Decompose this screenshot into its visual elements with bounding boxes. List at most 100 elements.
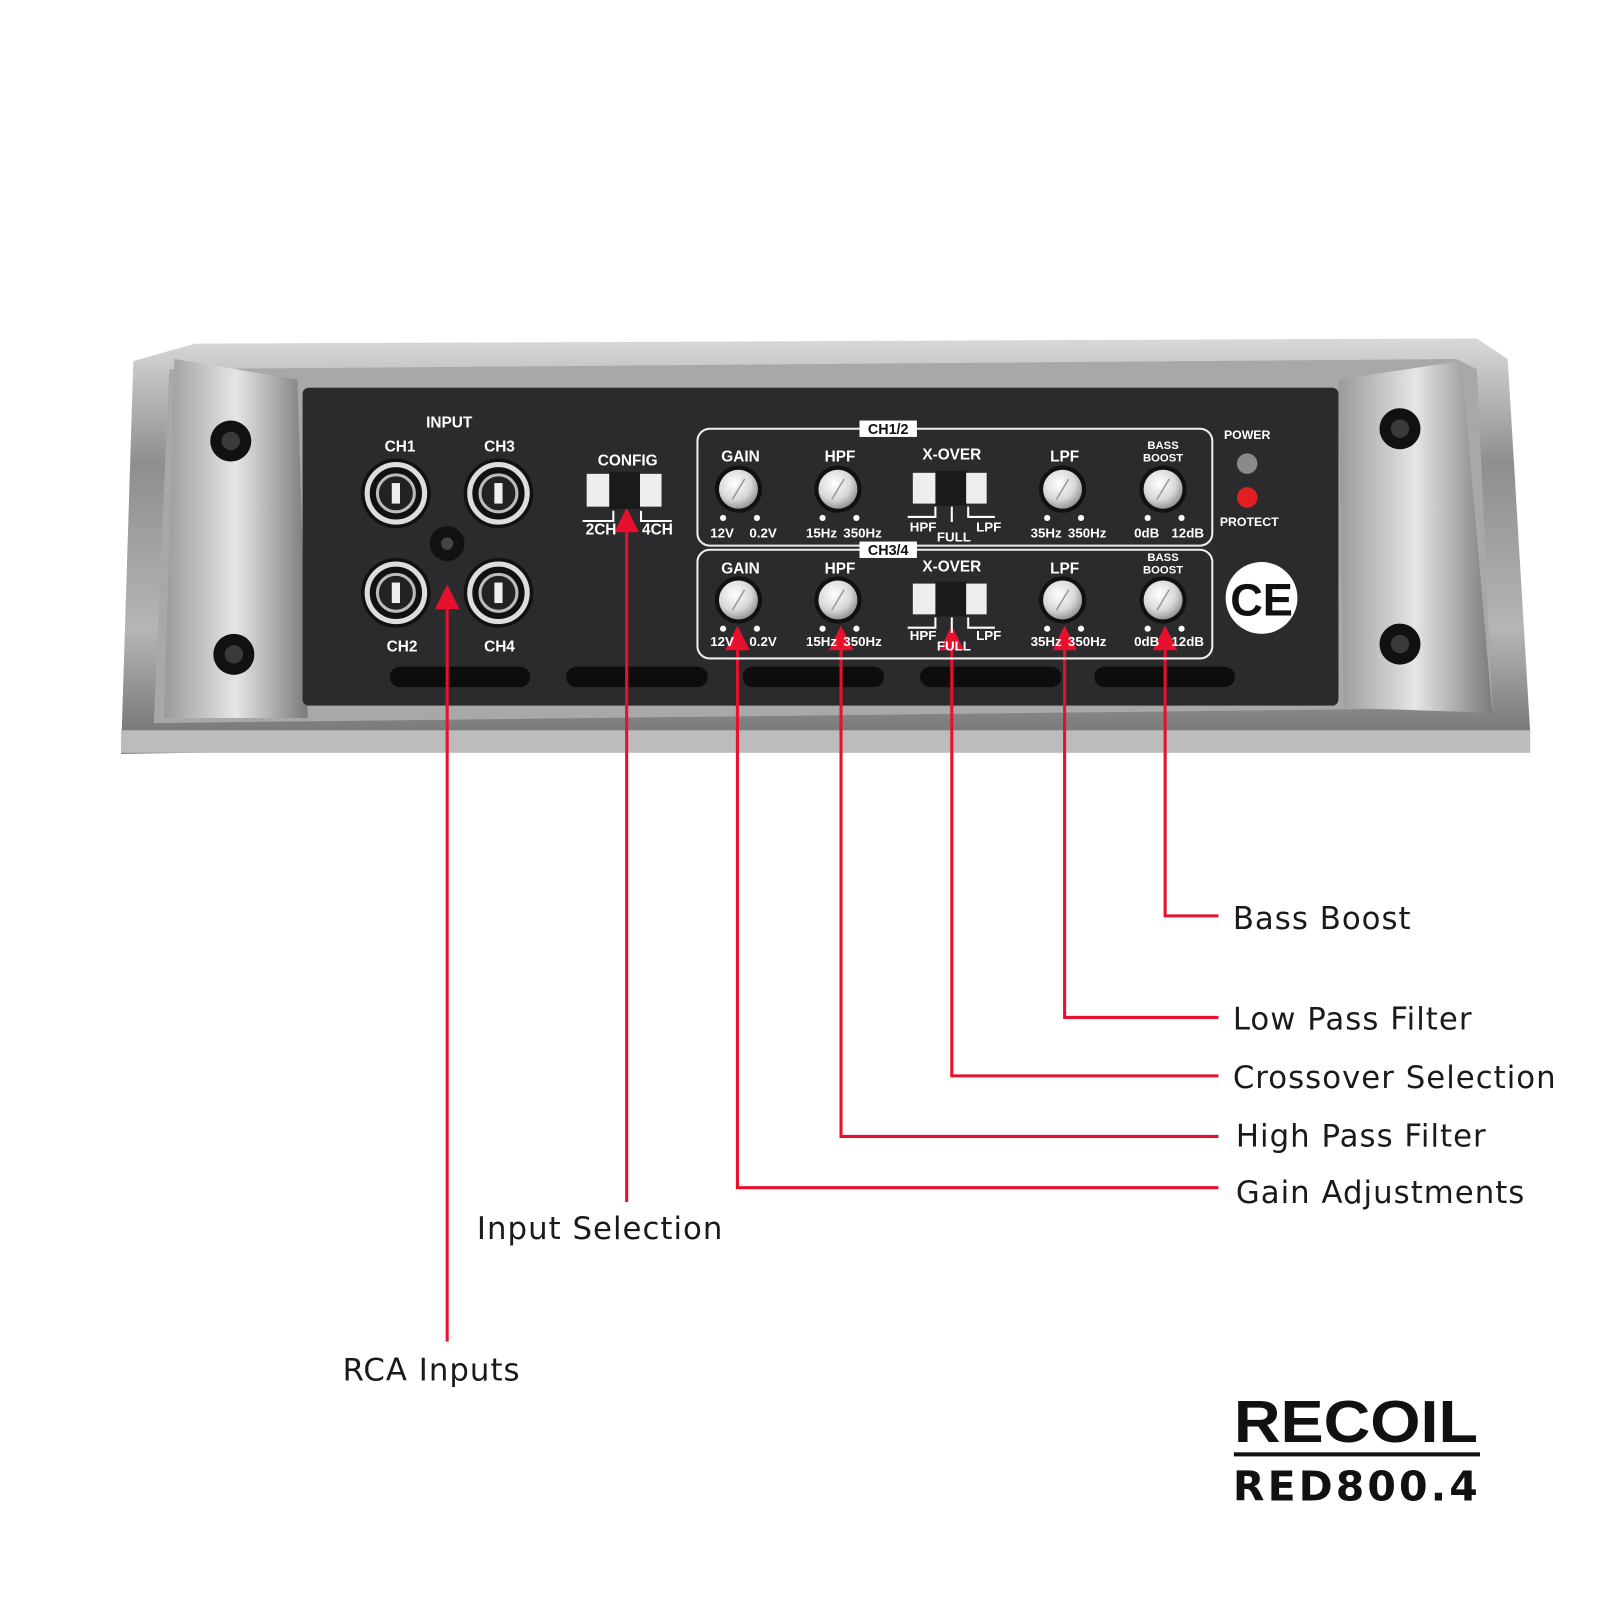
callout-high-pass: High Pass Filter xyxy=(1236,1119,1487,1155)
callout-gain: Gain Adjustments xyxy=(1236,1175,1525,1211)
lpf-callout-line xyxy=(1063,635,1219,1019)
callout-input-selection: Input Selection xyxy=(477,1211,724,1247)
xover-label: X-OVER xyxy=(922,558,981,575)
lpf-knob[interactable] xyxy=(1038,465,1087,513)
ch1-label: CH1 xyxy=(385,438,416,455)
hpf-knob[interactable] xyxy=(814,576,862,624)
boost-label: BOOST xyxy=(1143,564,1183,576)
callout-lines xyxy=(434,507,1219,1342)
xover-lpf-label: LPF xyxy=(976,628,1001,643)
screw-icon xyxy=(1379,408,1421,450)
config-label: CONFIG xyxy=(598,453,658,470)
bass-max-label: 12dB xyxy=(1171,634,1204,649)
arrow-icon xyxy=(1052,625,1077,651)
lpf-knob[interactable] xyxy=(1038,576,1087,624)
input-label: INPUT xyxy=(426,415,473,432)
config-2ch-label: 2CH xyxy=(586,521,617,538)
lpf-label: LPF xyxy=(1050,560,1079,577)
callout-low-pass: Low Pass Filter xyxy=(1233,1002,1473,1038)
bass-min-label: 0dB xyxy=(1134,634,1160,649)
protect-led-icon xyxy=(1236,487,1258,508)
lpf-max-label: 350Hz xyxy=(1068,525,1107,540)
ce-mark-icon xyxy=(1225,562,1298,634)
rca-jack-ch3[interactable] xyxy=(463,458,534,529)
arrow-icon xyxy=(614,507,639,533)
ch4-label: CH4 xyxy=(484,638,515,655)
bass-min-label: 0dB xyxy=(1134,525,1160,540)
screw-icon xyxy=(1379,623,1421,665)
power-led-icon xyxy=(1236,453,1258,474)
arrow-icon xyxy=(939,625,965,651)
gain-knob[interactable] xyxy=(714,576,763,624)
gain-min-label: 12V xyxy=(710,525,734,540)
xover-hpf-label: HPF xyxy=(910,628,937,643)
xover-lpf-label: LPF xyxy=(976,519,1001,534)
ch2-label: CH2 xyxy=(387,638,418,655)
group-label: CH1/2 xyxy=(868,422,909,438)
bass-label: BASS xyxy=(1147,552,1179,564)
remote-jack[interactable] xyxy=(429,526,465,562)
chassis-left-bevel xyxy=(164,358,308,718)
gain-label: GAIN xyxy=(721,449,759,466)
gain-max-label: 0.2V xyxy=(749,525,777,540)
xover-full-label: FULL xyxy=(937,530,971,545)
bass-max-label: 12dB xyxy=(1171,525,1204,540)
boost-label: BOOST xyxy=(1143,453,1183,465)
ch3-label: CH3 xyxy=(484,438,515,455)
hpf-label: HPF xyxy=(825,560,856,577)
callout-crossover: Crossover Selection xyxy=(1233,1060,1557,1096)
rca-jack-ch1[interactable] xyxy=(361,458,431,529)
arrow-icon xyxy=(725,625,750,651)
xover-hpf-label: HPF xyxy=(910,519,937,534)
lpf-max-label: 350Hz xyxy=(1068,634,1107,649)
bass-callout-line xyxy=(1163,635,1219,918)
arrow-icon xyxy=(828,625,854,651)
config-switch[interactable] xyxy=(586,471,662,509)
config-4ch-label: 4CH xyxy=(642,521,673,538)
hpf-max-label: 350Hz xyxy=(843,525,882,540)
screws xyxy=(210,408,1421,675)
hpf-label: HPF xyxy=(825,449,856,466)
logo-divider xyxy=(1233,1452,1480,1457)
arrow-icon xyxy=(434,584,460,610)
screw-icon xyxy=(210,420,252,462)
rca-inputs[interactable] xyxy=(361,458,534,628)
hpf-min-label: 15Hz xyxy=(806,634,837,649)
rca-jack-ch2[interactable] xyxy=(361,557,431,628)
brand-logo: RECOIL xyxy=(1234,1388,1478,1455)
xover-full-label: FULL xyxy=(937,638,971,653)
chassis-right-bevel xyxy=(1338,361,1493,713)
hpf-callout-line xyxy=(839,635,1219,1138)
bass-knob[interactable] xyxy=(1139,576,1187,624)
gain-min-label: 12V xyxy=(710,634,734,649)
xover-switch[interactable] xyxy=(912,470,987,506)
callout-bass-boost: Bass Boost xyxy=(1233,901,1412,937)
arrowheads xyxy=(434,507,1178,651)
vents xyxy=(389,666,1235,688)
callout-rca-inputs: RCA Inputs xyxy=(343,1353,521,1389)
hpf-max-label: 350Hz xyxy=(843,634,882,649)
xover-switch[interactable] xyxy=(912,581,987,617)
gain-max-label: 0.2V xyxy=(749,634,777,649)
bass-label: BASS xyxy=(1147,440,1179,452)
power-label: POWER xyxy=(1224,428,1271,442)
gain-knob[interactable] xyxy=(714,465,763,513)
hpf-knob[interactable] xyxy=(814,465,862,513)
gain-label: GAIN xyxy=(721,560,759,577)
screw-icon xyxy=(213,633,255,675)
gain-callout-line xyxy=(735,635,1219,1190)
model-number: RED800.4 xyxy=(1233,1463,1481,1511)
bass-knob[interactable] xyxy=(1139,465,1187,513)
rca-jack-ch4[interactable] xyxy=(463,557,534,628)
ce-mark-text: CE xyxy=(1230,574,1293,625)
arrow-icon xyxy=(1152,625,1178,651)
lpf-min-label: 35Hz xyxy=(1031,525,1062,540)
group-label: CH3/4 xyxy=(868,543,909,559)
hpf-min-label: 15Hz xyxy=(806,525,837,540)
lpf-label: LPF xyxy=(1050,449,1079,466)
xover-label: X-OVER xyxy=(922,446,981,463)
crossover-callout-line xyxy=(950,635,1219,1078)
